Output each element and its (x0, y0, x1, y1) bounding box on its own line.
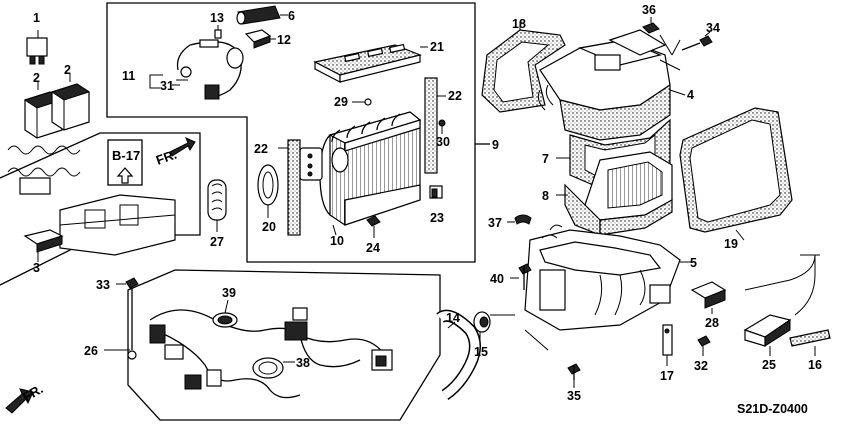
connector-28 (690, 281, 727, 314)
pad-16 (789, 329, 831, 347)
screw-40 (518, 263, 532, 290)
ring-38 (252, 357, 295, 379)
insulation-tube-6 (236, 5, 281, 25)
nut-36 (642, 17, 660, 34)
seal-strip-22-right (424, 77, 438, 174)
fr-arrow-bottom-icon (5, 388, 34, 414)
nut-24 (366, 215, 381, 238)
callout-6: 6 (288, 9, 295, 23)
callout-16: 16 (808, 358, 822, 372)
callout-23: 23 (430, 211, 444, 225)
callout-21: 21 (430, 40, 444, 54)
bracket-17 (662, 324, 673, 366)
filter-21 (313, 43, 422, 83)
callout-35: 35 (567, 389, 581, 403)
grommet-15 (473, 311, 515, 333)
callout-22b: 22 (448, 89, 462, 103)
clamp-39 (212, 299, 238, 328)
callout-30: 30 (436, 135, 450, 149)
callout-14: 14 (446, 311, 460, 325)
clip-27 (207, 179, 227, 232)
callout-38: 38 (296, 356, 310, 370)
callout-2a: 2 (33, 71, 40, 85)
callout-10: 10 (330, 234, 344, 248)
callout-1: 1 (33, 11, 40, 25)
callout-9: 9 (492, 138, 499, 152)
evaporator-group-outline (106, 2, 476, 263)
screw-35 (567, 363, 581, 380)
seal-strip-22-left (287, 139, 301, 236)
screw-34 (681, 31, 713, 51)
callout-13: 13 (210, 11, 224, 25)
connector-block (59, 194, 176, 256)
callout-4: 4 (687, 88, 694, 102)
up-arrow-icon (116, 167, 134, 184)
callout-36: 36 (642, 3, 656, 17)
bolt-33 (125, 277, 139, 360)
callout-37: 37 (488, 216, 502, 230)
seal-20 (257, 164, 279, 206)
clip-3 (23, 229, 64, 262)
callout-12: 12 (277, 33, 291, 47)
seal-frame-19 (679, 107, 793, 233)
callout-28: 28 (705, 316, 719, 330)
ref-box-label: B-17 (112, 148, 140, 163)
callout-8: 8 (542, 189, 549, 203)
thermostat-25 (743, 254, 820, 356)
seal-frame-18 (481, 29, 566, 113)
evaporator-pipes (299, 147, 349, 181)
screw-30 (438, 119, 446, 127)
upper-case-4 (537, 29, 686, 141)
callout-17: 17 (660, 369, 674, 383)
wire-harness-26 (149, 307, 393, 399)
callout-29: 29 (334, 95, 348, 109)
callout-2b: 2 (64, 63, 71, 77)
callout-22a: 22 (254, 142, 268, 156)
callout-33: 33 (96, 278, 110, 292)
screw-32 (697, 335, 711, 356)
clip-37 (514, 214, 532, 225)
expansion-valve-11 (176, 39, 244, 100)
callout-39: 39 (222, 286, 236, 300)
callout-40: 40 (490, 272, 504, 286)
relay-2b (50, 74, 91, 131)
callout-25: 25 (762, 358, 776, 372)
callout-19: 19 (724, 237, 738, 251)
evaporator-core-10 (319, 111, 422, 226)
callout-11: 11 (122, 69, 135, 83)
drain-hose-14 (436, 309, 481, 400)
diagram-code: S21D-Z0400 (737, 402, 808, 416)
callout-26: 26 (84, 344, 98, 358)
callout-5: 5 (690, 256, 697, 270)
relay-socket (7, 145, 81, 195)
callout-24: 24 (366, 241, 380, 255)
grommet-29 (364, 98, 372, 106)
callout-20: 20 (262, 220, 276, 234)
bracket-23 (429, 185, 443, 199)
clip-13 (214, 25, 222, 39)
callout-27: 27 (210, 235, 224, 249)
callout-18: 18 (512, 17, 526, 31)
callout-3: 3 (33, 261, 40, 275)
callout-32: 32 (694, 359, 708, 373)
lower-case-5 (524, 224, 681, 351)
leader-11 (149, 74, 163, 89)
ref-box (107, 139, 143, 186)
clip-12 (244, 29, 276, 49)
callout-7: 7 (542, 152, 549, 166)
callout-31: 31 (160, 79, 174, 93)
fuse-1 (26, 30, 48, 65)
callout-15: 15 (474, 345, 488, 359)
wiring-group-outline (127, 269, 441, 421)
fr-label-top: FR. (154, 147, 179, 168)
callout-34: 34 (706, 21, 720, 35)
fr-arrow-top-icon (169, 137, 196, 157)
